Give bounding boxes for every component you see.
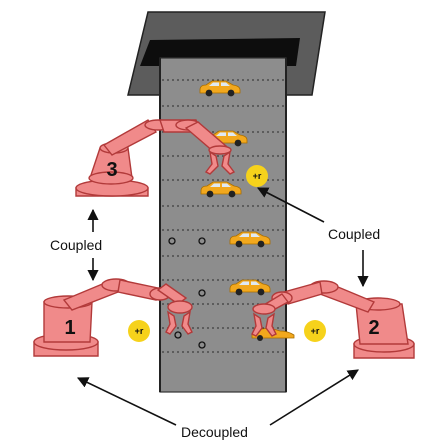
robot-arm-icon [251, 280, 415, 359]
coupled-label-left: Coupled [50, 237, 102, 253]
reward-badge-label: +r [253, 171, 262, 181]
reward-badge-label: +r [311, 326, 320, 336]
arrow-icon [76, 377, 177, 426]
conveyor-belt [159, 57, 287, 393]
robot-arm-icon [75, 119, 236, 197]
reward-badge-label: +r [135, 326, 144, 336]
robot-number-2: 2 [368, 317, 379, 339]
arrow-icon [269, 369, 359, 426]
arrow-icon [257, 187, 325, 223]
coupled-label-right: Coupled [328, 226, 380, 242]
robot-number-1: 1 [64, 317, 75, 339]
decoupled-label: Decoupled [181, 424, 248, 440]
robot-arm-icon [33, 278, 193, 357]
robot-number-3: 3 [106, 159, 117, 181]
